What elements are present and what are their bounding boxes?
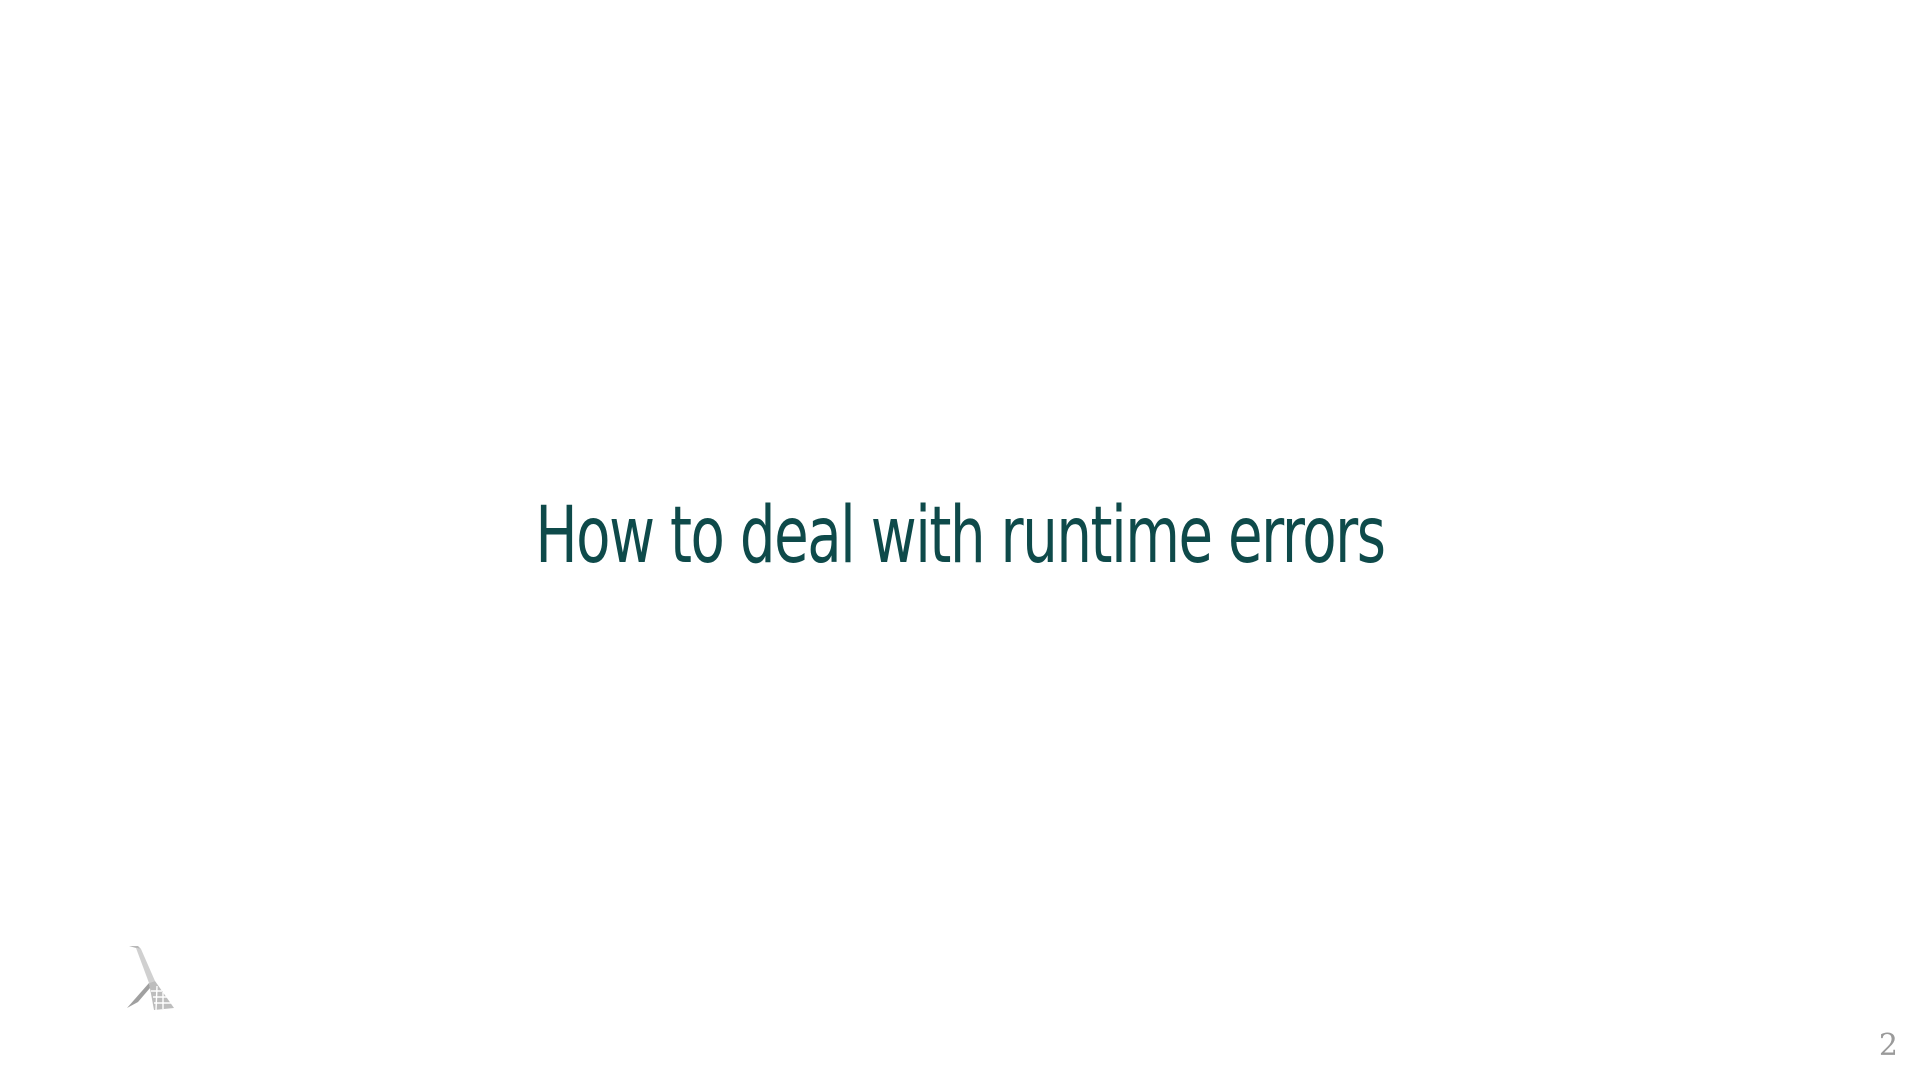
lambda-logo-icon [127,946,174,1011]
slide-page-number: 2 [1878,1028,1898,1063]
slide-title: How to deal with runtime errors [535,491,1386,581]
